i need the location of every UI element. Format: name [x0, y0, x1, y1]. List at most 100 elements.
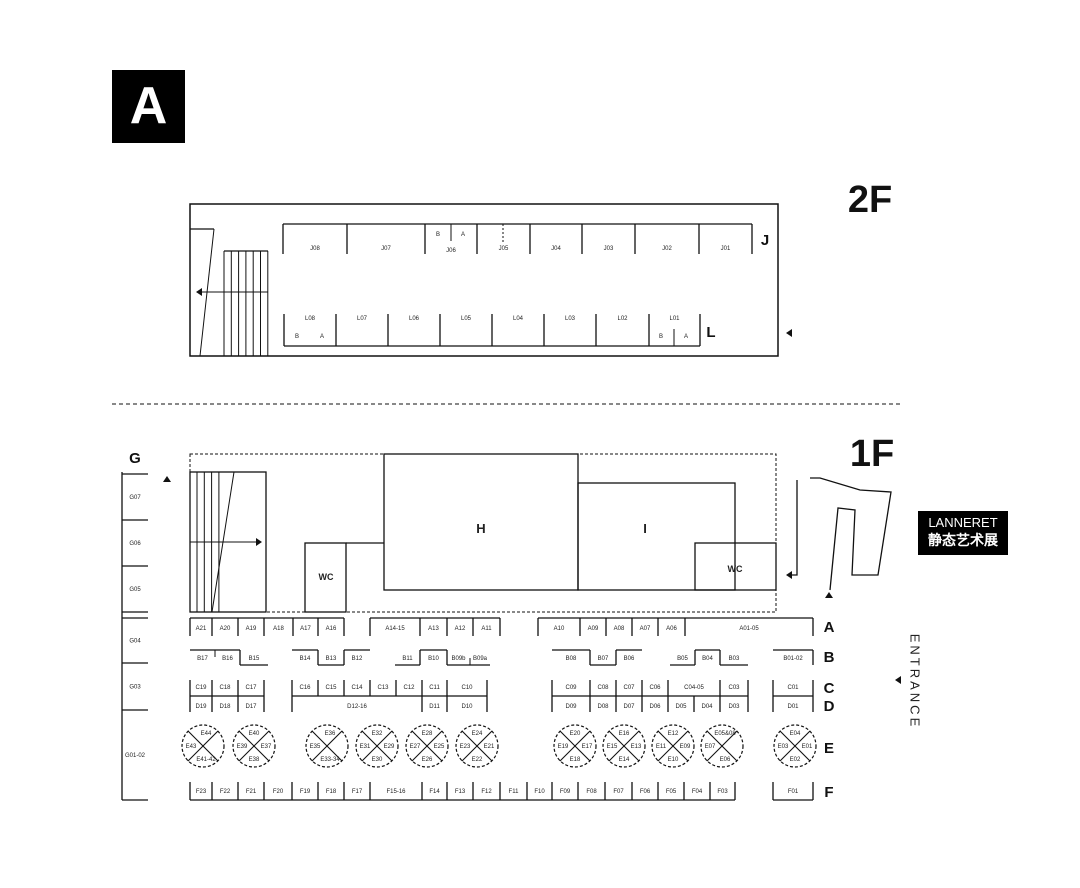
j-booth-label: J08: [310, 246, 320, 252]
b-booth-label: B11: [402, 656, 413, 662]
e-booth-label: E29: [384, 744, 395, 750]
b-booth-label: B01-02: [783, 656, 803, 662]
c-booth-label: C15: [325, 685, 337, 691]
e-booth-label: E24: [472, 731, 483, 737]
e-booth-cluster: [773, 724, 817, 768]
e-booth-label: E26: [422, 757, 433, 763]
e-booth-cluster: [602, 724, 646, 768]
e-booth-cluster: [651, 724, 695, 768]
floor-2f-title: 2F: [848, 179, 892, 221]
e-booth-label: E41-42: [196, 757, 216, 763]
g-booth-label: G06: [129, 541, 141, 547]
l01-sub-label: A: [684, 334, 688, 340]
b-booth-label: B10: [428, 656, 439, 662]
c-booth-label: C08: [597, 685, 609, 691]
j-booth-label: J04: [551, 246, 561, 252]
entrance-path: [790, 480, 798, 576]
row-g-label: G: [129, 450, 141, 467]
row-j-label: J: [761, 232, 769, 249]
f-booth-label: F09: [560, 789, 571, 795]
a-booth-label: A10: [554, 626, 565, 632]
e-booth-label: E14: [619, 757, 630, 763]
l-booth-label: L05: [461, 316, 472, 322]
g-booth-label: G03: [129, 685, 141, 691]
entry-arrow-icon: [786, 329, 792, 337]
d-booth-label: D18: [219, 704, 231, 710]
d-booth-label: D17: [245, 704, 257, 710]
e-booth-label: E11: [656, 744, 667, 750]
row-l-label: L: [706, 324, 715, 341]
f-booth-label: F06: [640, 789, 651, 795]
e-booth-cluster: [455, 724, 499, 768]
d-booth-label: D05: [675, 704, 687, 710]
l-booth-label: L02: [617, 316, 628, 322]
b-booth-label: B16: [222, 656, 233, 662]
entrance-arrow-icon: [786, 571, 792, 579]
a-booth-label: A13: [428, 626, 439, 632]
row-letter-c: C: [824, 680, 835, 697]
c-booth-label: C04-05: [684, 685, 704, 691]
d-booth-label: D07: [623, 704, 635, 710]
b-booth-label: B04: [702, 656, 713, 662]
f-booth-label: F13: [455, 789, 466, 795]
e-booth-label: E09: [680, 744, 691, 750]
section-badge: A: [112, 70, 185, 143]
f-booth-label: F19: [300, 789, 311, 795]
g-booth-label: G07: [129, 495, 141, 501]
j-booth-label: J03: [604, 246, 614, 252]
a-booth-label: A17: [300, 626, 311, 632]
b-booth-label: B13: [326, 656, 337, 662]
wc-right-label: WC: [728, 564, 743, 574]
e-booth-label: E03: [778, 744, 789, 750]
g-booth-label: G05: [129, 587, 141, 593]
e-booth-label: E21: [484, 744, 495, 750]
e-booth-label: E23: [460, 744, 471, 750]
e-booth-label: E18: [570, 757, 581, 763]
e-booth-label: E17: [582, 744, 593, 750]
wc-left-label: WC: [319, 572, 334, 582]
row-letter-b: B: [824, 649, 835, 666]
e-booth-cluster: [181, 724, 225, 768]
b-booth-label: B07: [598, 656, 609, 662]
e-booth-label: E36: [325, 731, 336, 737]
e-booth-label: E39: [237, 744, 248, 750]
floor-2f-outline: [189, 203, 779, 357]
e-booth-label: E12: [668, 731, 679, 737]
a-booth-label: A20: [220, 626, 231, 632]
e-booth-label: E44: [201, 731, 212, 737]
room-i-label: I: [643, 521, 647, 536]
e-booth-label: E27: [410, 744, 421, 750]
c-booth-label: C18: [219, 685, 231, 691]
a-booth-label: A19: [246, 626, 257, 632]
l-booth-label: L08: [305, 316, 316, 322]
b-booth-label: B14: [300, 656, 311, 662]
d-booth-label: D12-16: [347, 704, 367, 710]
f-booth-label: F04: [692, 789, 703, 795]
l-booth-label: L07: [357, 316, 368, 322]
l-booth-label: L06: [409, 316, 420, 322]
g-arrow-icon: [163, 476, 171, 482]
c-booth-label: C12: [403, 685, 415, 691]
wc-left-room: [304, 542, 347, 613]
j-booth-label: J06: [446, 248, 456, 254]
c-booth-label: C19: [195, 685, 207, 691]
b-booth-label: B05: [677, 656, 688, 662]
d-booth-label: D08: [597, 704, 609, 710]
g-booth-label: G04: [129, 639, 141, 645]
c-booth-label: C14: [351, 685, 363, 691]
c-booth-label: C06: [649, 685, 661, 691]
entrance-ramp: [810, 477, 892, 591]
f-booth-label: F08: [586, 789, 597, 795]
e-booth-label: E01: [802, 744, 813, 750]
a-booth-label: A12: [455, 626, 466, 632]
l08-sub-label: A: [320, 334, 324, 340]
d-booth-label: D01: [787, 704, 799, 710]
a-booth-label: A21: [196, 626, 207, 632]
j06-sub-label: A: [461, 232, 465, 238]
e-booth-label: E06: [720, 757, 731, 763]
room-i: [577, 482, 736, 591]
e-booth-label: E13: [631, 744, 642, 750]
cluster-divider: [461, 730, 493, 762]
brand-subtitle: 静态艺术展: [928, 532, 998, 548]
